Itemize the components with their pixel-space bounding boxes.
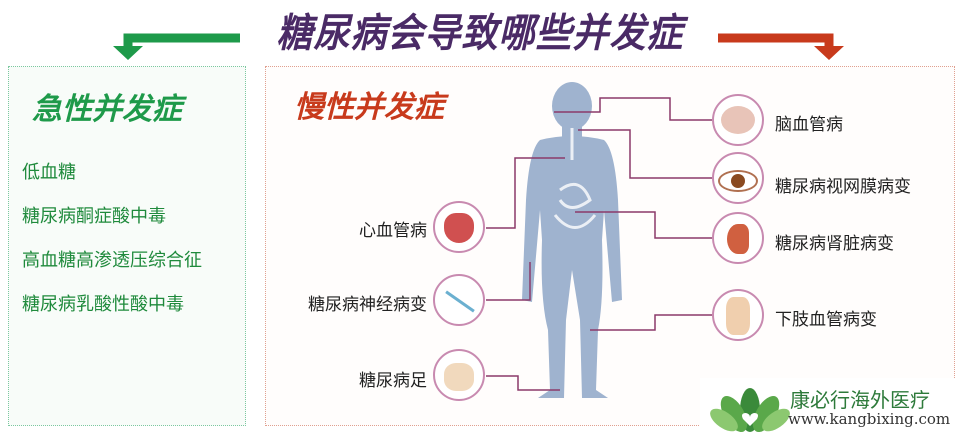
connector-lines (486, 97, 712, 391)
label-neuropathy: 糖尿病神经病变 (308, 295, 427, 315)
label-nephropathy: 糖尿病肾脏病变 (775, 234, 894, 254)
logo-name: 康必行海外医疗 (790, 388, 930, 412)
acute-item: 低血糖 (22, 162, 76, 183)
acute-panel (8, 66, 246, 426)
red-arrow-icon (718, 33, 844, 60)
kidney-icon (712, 212, 764, 264)
acute-item: 糖尿病乳酸性酸中毒 (22, 294, 184, 315)
green-arrow-icon (113, 33, 240, 60)
acute-title: 急性并发症 (32, 92, 182, 127)
logo-url[interactable]: www.kangbixing.com (788, 410, 951, 428)
foot-icon (433, 349, 485, 401)
legs-icon (712, 289, 764, 341)
brain-icon (712, 94, 764, 146)
nerve-icon (433, 274, 485, 326)
page-title: 糖尿病会导致哪些并发症 (276, 11, 684, 57)
digestive-organs-icon (553, 128, 597, 229)
acute-item: 高血糖高渗透压综合征 (22, 250, 202, 271)
chronic-title: 慢性并发症 (294, 90, 444, 125)
label-diabetic-foot: 糖尿病足 (359, 371, 427, 391)
label-cerebrovascular: 脑血管病 (775, 115, 843, 135)
acute-item: 糖尿病酮症酸中毒 (22, 206, 166, 227)
label-cardiovascular: 心血管病 (359, 221, 427, 241)
eye-icon (712, 152, 764, 204)
heart-icon (433, 201, 485, 253)
label-lower-limb-vascular: 下肢血管病变 (775, 310, 877, 330)
lotus-logo-icon (710, 388, 790, 433)
label-retinopathy: 糖尿病视网膜病变 (775, 177, 911, 197)
